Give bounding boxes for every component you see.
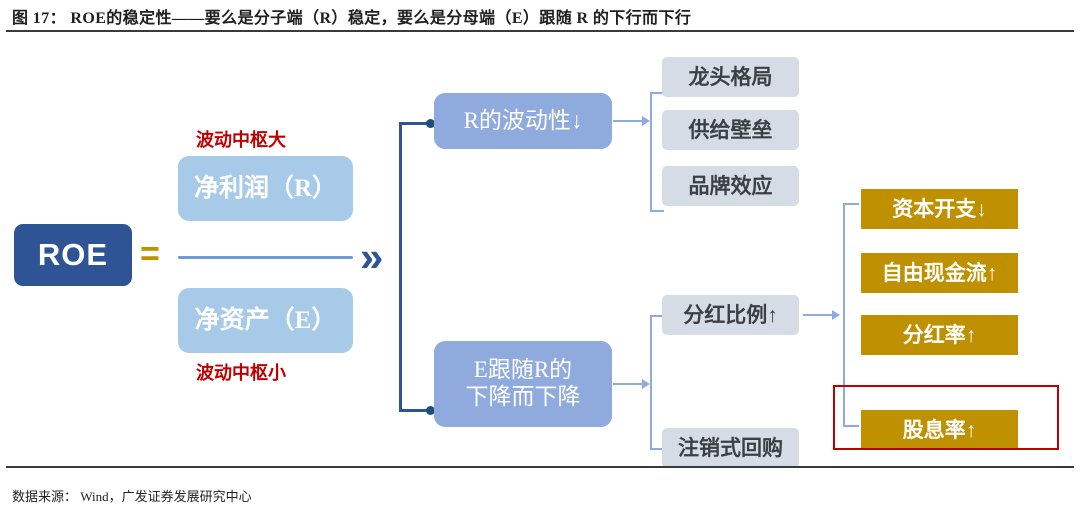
roe-root-label: ROE xyxy=(37,237,109,273)
outcome-box-3[interactable]: 股息率↑ xyxy=(861,410,1018,450)
outcome-box-1[interactable]: 自由现金流↑ xyxy=(861,253,1018,293)
branch-e-children-bracket-top xyxy=(650,315,664,317)
outcome-box-3-label: 股息率↑ xyxy=(902,417,977,442)
highlight-rectangle xyxy=(833,385,1059,450)
numerator-box[interactable]: 净利润（R） xyxy=(178,156,353,221)
numerator-label: 净利润（R） xyxy=(193,175,338,202)
branch-e-children-bracket xyxy=(650,315,652,450)
branch-e-children-bracket-bottom xyxy=(650,448,664,450)
branch-bracket-top-arm xyxy=(399,122,431,125)
branch-e-box[interactable]: E跟随R的 下降而下降 xyxy=(434,341,612,427)
branch-r-children-bracket-top xyxy=(650,92,664,94)
branch-bracket-bottom-arm xyxy=(399,409,431,412)
roe-root-box[interactable]: ROE xyxy=(14,224,132,286)
denominator-annotation: 波动中枢小 xyxy=(196,363,286,383)
outcomes-bracket-bottom xyxy=(843,425,859,427)
branch-r-children-bracket-bottom xyxy=(650,210,664,212)
branch-r-child-1[interactable]: 供给壁垒 xyxy=(662,110,799,150)
outcome-box-2[interactable]: 分红率↑ xyxy=(861,315,1018,355)
branch-node-dot-bottom xyxy=(426,406,435,415)
denominator-label: 净资产（E） xyxy=(194,307,337,334)
outcome-box-1-label: 自由现金流↑ xyxy=(881,260,998,285)
figure-title: 图 17： ROE的稳定性——要么是分子端（R）稳定，要么是分母端（E）跟随 R… xyxy=(12,10,692,27)
branch-e-label-line2: 下降而下降 xyxy=(465,384,581,409)
outcomes-arrow-head-icon xyxy=(832,310,840,320)
chevron-right-icon: » xyxy=(360,233,383,280)
fraction-bar xyxy=(178,256,353,259)
branch-r-child-0-label: 龙头格局 xyxy=(688,64,773,89)
outcome-box-0-label: 资本开支↓ xyxy=(892,196,987,221)
outcomes-bracket-top xyxy=(843,203,859,205)
branch-e-label-line1: E跟随R的 xyxy=(473,357,573,383)
branch-e-child-0-label: 分红比例↑ xyxy=(683,302,778,327)
diagram-canvas: ROE = 波动中枢大 净利润（R） 净资产（E） 波动中枢小 » R的波动性↓… xyxy=(0,34,1080,468)
denominator-box[interactable]: 净资产（E） xyxy=(178,288,353,353)
branch-e-child-1[interactable]: 注销式回购 xyxy=(662,428,799,468)
branch-e-child-1-label: 注销式回购 xyxy=(678,435,783,460)
branch-e-child-0[interactable]: 分红比例↑ xyxy=(662,295,799,335)
source-note: 数据来源： Wind，广发证券发展研究中心 xyxy=(12,489,252,504)
branch-e-arrow-head-icon xyxy=(642,379,650,389)
equals-sign: = xyxy=(140,235,160,273)
branch-r-child-0[interactable]: 龙头格局 xyxy=(662,57,799,97)
outcomes-arrow-line xyxy=(803,314,833,316)
numerator-annotation: 波动中枢大 xyxy=(196,130,286,150)
branch-node-dot-top xyxy=(426,119,435,128)
branch-bracket-vertical xyxy=(399,122,402,412)
outcome-box-2-label: 分红率↑ xyxy=(902,322,977,347)
branch-r-children-bracket xyxy=(650,92,652,212)
outcomes-bracket xyxy=(843,203,845,427)
branch-r-arrow-line xyxy=(613,120,643,122)
outcome-box-0[interactable]: 资本开支↓ xyxy=(861,189,1018,229)
branch-r-child-2-label: 品牌效应 xyxy=(688,173,773,198)
branch-r-child-1-label: 供给壁垒 xyxy=(688,117,773,142)
branch-r-child-2[interactable]: 品牌效应 xyxy=(662,166,799,206)
branch-r-arrow-head-icon xyxy=(642,116,650,126)
footer-divider xyxy=(6,466,1074,468)
branch-r-box[interactable]: R的波动性↓ xyxy=(434,93,612,149)
header-divider xyxy=(6,30,1074,32)
branch-e-arrow-line xyxy=(613,383,643,385)
branch-r-label: R的波动性↓ xyxy=(463,107,583,133)
